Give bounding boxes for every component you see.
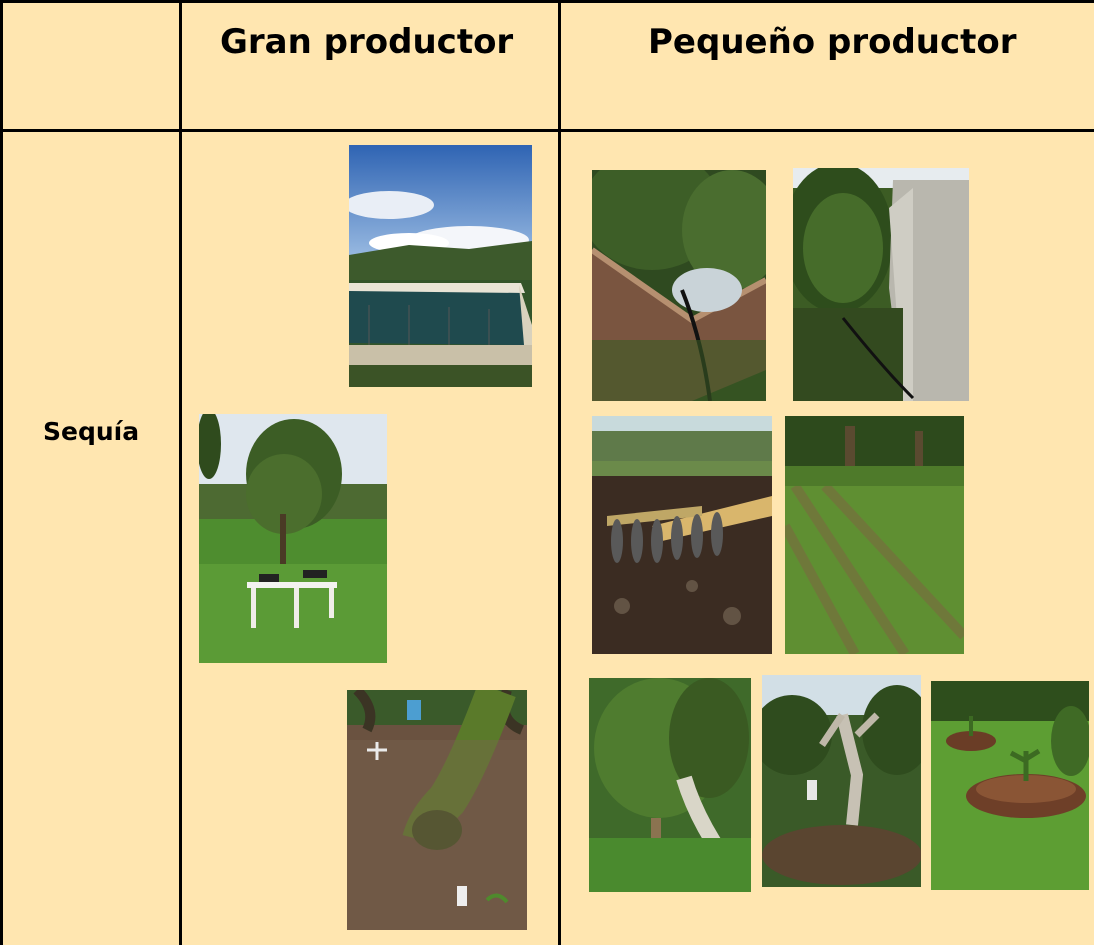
photo-disc-harrow bbox=[592, 416, 772, 654]
photo-brick-water-tank bbox=[592, 170, 766, 401]
header-gran-productor: Gran productor bbox=[220, 22, 514, 62]
photo-pruned-tree-branches bbox=[762, 675, 921, 887]
photo-tree-trunk-mulch bbox=[347, 690, 527, 930]
column-divider-2 bbox=[558, 0, 561, 945]
table-border-top bbox=[0, 0, 1094, 3]
photo-young-tree-stake bbox=[589, 678, 751, 892]
photo-tree-sprinkler bbox=[199, 414, 387, 663]
header-pequeno-productor: Pequeño productor bbox=[648, 22, 1017, 62]
row-label-sequia: Sequía bbox=[43, 417, 140, 446]
photo-grass-rows bbox=[785, 416, 964, 654]
column-divider-1 bbox=[179, 0, 182, 945]
photo-seedlings-mounds bbox=[931, 681, 1089, 890]
photo-concrete-water-tank bbox=[793, 168, 969, 401]
header-divider bbox=[0, 129, 1094, 132]
table-border-left bbox=[0, 0, 3, 945]
photo-water-reservoir bbox=[349, 145, 532, 387]
